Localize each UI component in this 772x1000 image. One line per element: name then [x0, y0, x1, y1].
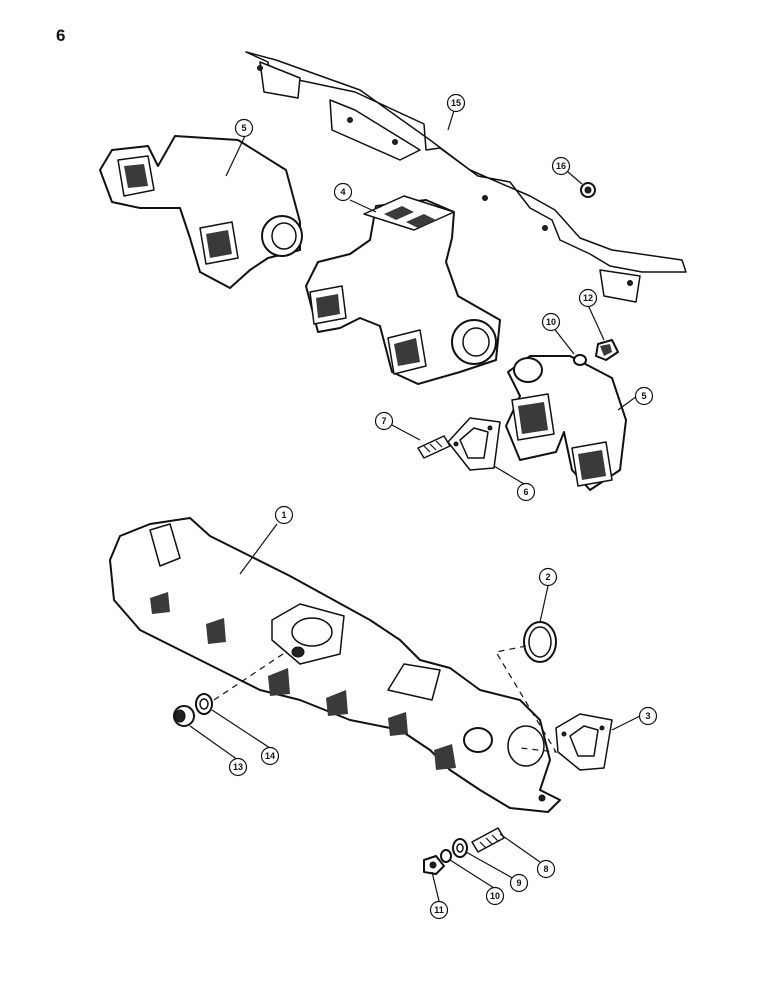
exhaust-manifold [109, 517, 561, 813]
callout-label: 15 [451, 98, 461, 108]
callout-circle [228, 757, 248, 777]
callout-13: 13 [228, 757, 248, 777]
callout-circle [429, 900, 449, 920]
stud-8 [471, 827, 505, 853]
heat-shield [245, 51, 687, 303]
callout-8: 8 [536, 859, 556, 879]
callout-circle [516, 482, 536, 502]
callout-circle [541, 312, 561, 332]
callout-5a: 5 [234, 118, 254, 138]
washer-14 [195, 693, 213, 715]
flat-washer-9 [452, 838, 468, 858]
callout-6: 6 [516, 482, 536, 502]
callout-circle [260, 746, 280, 766]
callout-circle [333, 182, 353, 202]
lock-washer-10b [440, 849, 452, 863]
callout-circle [446, 93, 466, 113]
page-number: 6 [56, 26, 66, 45]
callout-label: 4 [340, 187, 345, 197]
callout-label: 8 [543, 864, 548, 874]
nut-12 [595, 339, 619, 361]
callout-label: 12 [583, 293, 593, 303]
callout-label: 5 [241, 123, 246, 133]
gasket-3 [555, 713, 613, 771]
manifold-elbow-right [505, 355, 627, 491]
callout-5b: 5 [634, 386, 654, 406]
gasket-6 [447, 417, 501, 471]
lock-washer-10a [573, 354, 587, 366]
center-manifold-section [305, 195, 501, 385]
callout-label: 1 [281, 510, 286, 520]
callout-circle [485, 886, 505, 906]
callout-circle [551, 156, 571, 176]
callout-circle [634, 386, 654, 406]
callout-circle [638, 706, 658, 726]
callout-label: 13 [233, 762, 243, 772]
stud-7 [417, 435, 451, 459]
callout-label: 2 [545, 572, 550, 582]
callout-label: 16 [556, 161, 566, 171]
callout-circle [538, 567, 558, 587]
callout-label: 5 [641, 391, 646, 401]
callout-circle [274, 505, 294, 525]
nut-11 [423, 855, 445, 875]
callout-circle [374, 411, 394, 431]
seal-ring [523, 621, 557, 663]
callout-16: 16 [551, 156, 571, 176]
callout-circle [578, 288, 598, 308]
callout-label: 14 [265, 751, 275, 761]
callout-10a: 10 [541, 312, 561, 332]
callout-9: 9 [509, 873, 529, 893]
callout-7: 7 [374, 411, 394, 431]
callout-label: 10 [490, 891, 500, 901]
callout-4: 4 [333, 182, 353, 202]
callout-label: 10 [546, 317, 556, 327]
callout-15: 15 [446, 93, 466, 113]
plug [173, 705, 195, 727]
callout-circle [234, 118, 254, 138]
callout-12: 12 [578, 288, 598, 308]
manifold-elbow-left [99, 135, 303, 289]
callout-1: 1 [274, 505, 294, 525]
callout-label: 7 [381, 416, 386, 426]
callout-14: 14 [260, 746, 280, 766]
callout-label: 3 [645, 711, 650, 721]
callout-label: 9 [516, 878, 521, 888]
callout-label: 6 [523, 487, 528, 497]
callout-circle [509, 873, 529, 893]
nut-16 [580, 182, 596, 198]
callout-label: 11 [434, 905, 444, 915]
callout-circle [536, 859, 556, 879]
callout-11: 11 [429, 900, 449, 920]
callout-2: 2 [538, 567, 558, 587]
callout-3: 3 [638, 706, 658, 726]
callout-10b: 10 [485, 886, 505, 906]
